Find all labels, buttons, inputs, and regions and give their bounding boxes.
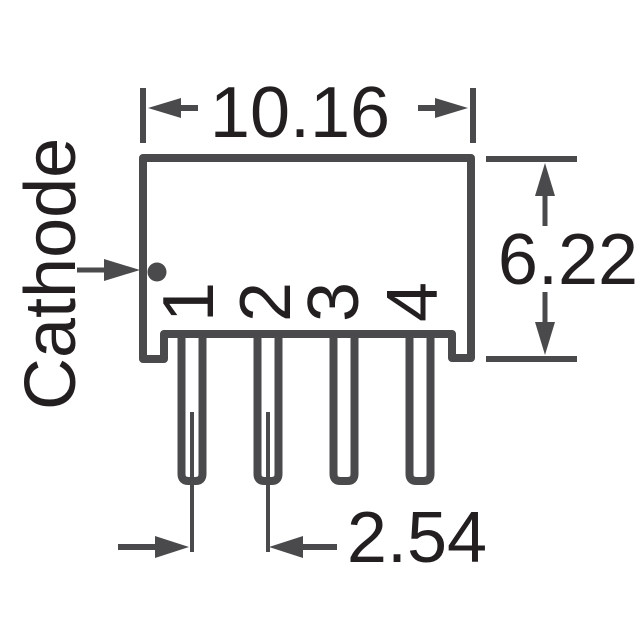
pitch-arrowhead-right-icon (269, 536, 303, 558)
component-body-outline (139, 154, 475, 363)
pin-4-number: 4 (373, 282, 453, 322)
pitch-arrowhead-left-icon (155, 536, 189, 558)
cathode-label: Cathode (11, 138, 91, 410)
width-arrowhead-left-icon (148, 98, 181, 118)
width-dimension-value: 10.16 (210, 73, 390, 153)
height-arrowhead-down-icon (535, 322, 555, 355)
width-arrowhead-right-icon (435, 98, 468, 118)
cathode-dot (147, 262, 167, 282)
pin-3-outline (329, 334, 359, 485)
pin-1-number: 1 (149, 282, 229, 322)
pitch-dimension-value: 2.54 (347, 498, 487, 578)
pin-3-number: 3 (294, 282, 374, 322)
height-dimension-value: 6.22 (498, 220, 638, 300)
pin-4-outline (405, 334, 435, 485)
cathode-arrowhead-icon (104, 259, 140, 281)
pin-2-number: 2 (226, 282, 306, 322)
height-arrowhead-up-icon (535, 163, 555, 196)
